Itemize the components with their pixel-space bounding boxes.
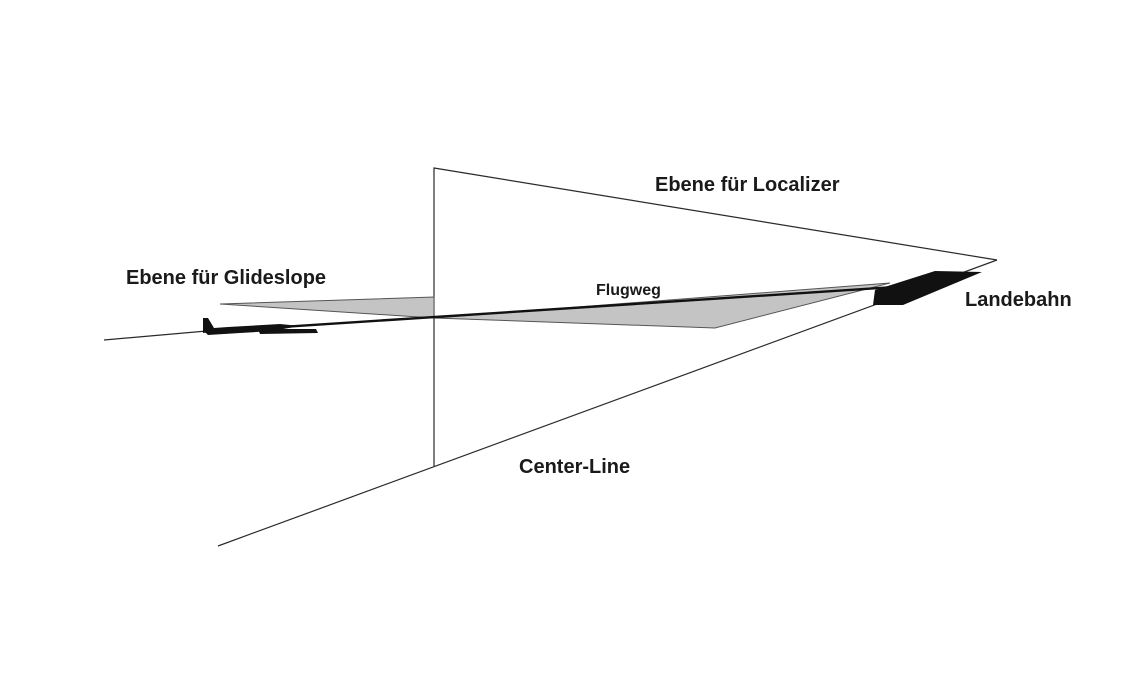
glideslope-plane-left bbox=[219, 296, 435, 319]
localizer-plane-label: Ebene für Localizer bbox=[655, 174, 840, 196]
flight-path-label: Flugweg bbox=[596, 282, 661, 299]
localizer-plane-outline bbox=[433, 167, 998, 466]
glideslope-plane-right bbox=[433, 282, 891, 329]
runway-label: Landebahn bbox=[965, 289, 1072, 311]
center-line bbox=[217, 259, 998, 547]
aircraft-silhouette-icon bbox=[203, 318, 318, 335]
flight-path-line bbox=[219, 284, 911, 333]
approach-extension-line bbox=[103, 329, 219, 341]
runway bbox=[873, 271, 982, 305]
glideslope-plane-label: Ebene für Glideslope bbox=[126, 267, 326, 289]
center-line-label: Center-Line bbox=[519, 456, 630, 478]
